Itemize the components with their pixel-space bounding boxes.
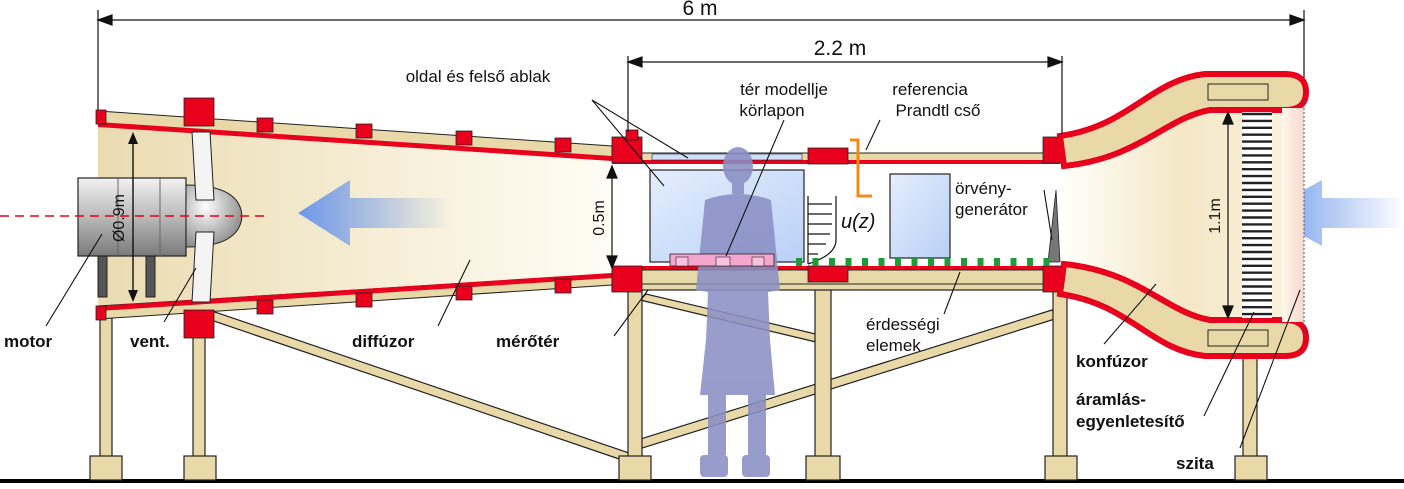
flow-straightener [1242, 112, 1272, 318]
model-label-line2: körlapon [739, 101, 804, 120]
straightener-label-line2: egyenletesítő [1076, 412, 1185, 431]
motor-and-fan [0, 131, 268, 303]
roughness-element [944, 258, 951, 266]
roughness-label-line2: elemek [866, 336, 921, 355]
screen-label: szita [1176, 454, 1214, 473]
test-section-label: mérőtér [496, 332, 560, 351]
dimension-lines [96, 10, 1306, 320]
roughness-element [977, 258, 984, 266]
fan-diameter-label: Ø0.9m [111, 194, 128, 242]
roughness-element [845, 258, 852, 266]
vortex-label-line1: örvény- [955, 179, 1012, 198]
roughness-element [878, 258, 885, 266]
leader-lines [45, 99, 1301, 449]
test-section-height-label: 0.5m [591, 200, 608, 236]
person-silhouette [696, 147, 780, 477]
contraction-section [1056, 71, 1310, 359]
roughness-elements [796, 258, 1050, 266]
reference-label-line1: referencia [892, 80, 968, 99]
velocity-profile-label: u(z) [841, 211, 875, 233]
roughness-element [1010, 258, 1017, 266]
contraction-label: konfúzor [1076, 352, 1148, 371]
roughness-element [812, 258, 819, 266]
fan-label: vent. [130, 332, 170, 351]
roughness-element [829, 258, 835, 266]
model-label-line1: tér modellje [740, 80, 828, 99]
motor-label: motor [4, 332, 53, 351]
diffuser-label: diffúzor [352, 332, 415, 351]
contraction-inlet-label: 1.1m [1207, 198, 1224, 234]
roughness-element [1027, 258, 1033, 266]
roughness-element [895, 258, 901, 266]
roughness-element [911, 258, 918, 266]
vortex-label-line2: generátor [955, 200, 1028, 219]
roughness-element [1043, 258, 1050, 266]
test-section-length-label: 2.2 m [814, 37, 867, 60]
airflow-arrow-outlet [298, 180, 450, 246]
straightener-body [1242, 112, 1272, 318]
roughness-element [928, 258, 934, 266]
roughness-label-line1: érdességi [866, 315, 940, 334]
reference-label-line2: Prandtl cső [895, 101, 980, 120]
roughness-element [862, 258, 868, 266]
roughness-element [961, 258, 967, 266]
roughness-element [994, 258, 1000, 266]
windows-label: oldal és felső ablak [406, 67, 551, 86]
total-length-label: 6 m [682, 0, 717, 20]
roughness-element [796, 258, 802, 266]
straightener-label-line1: áramlás- [1076, 390, 1146, 409]
